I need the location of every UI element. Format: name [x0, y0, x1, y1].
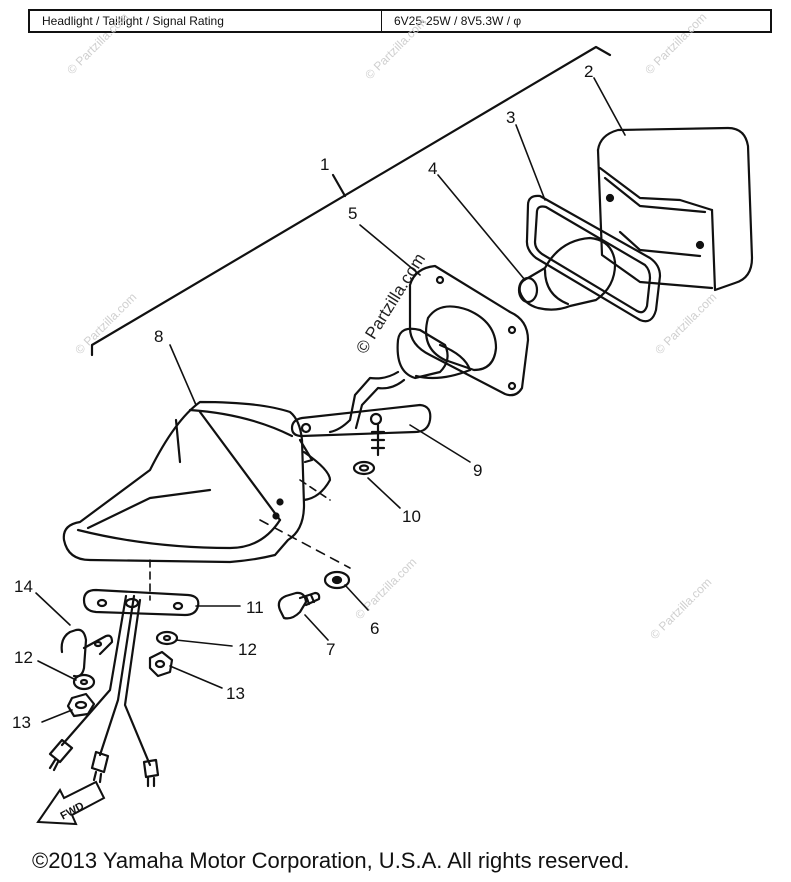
watermark: © Partzilla.com [647, 575, 714, 642]
watermark: © Partzilla.com [652, 290, 719, 357]
part-label-6: 6 [370, 619, 379, 638]
spec-table: Headlight / Taillight / Signal Rating 6V… [28, 9, 772, 33]
part-label-7: 7 [326, 640, 335, 659]
part-label-4: 4 [428, 159, 437, 178]
forward-arrow-icon: FWD [36, 780, 106, 826]
watermark-brand: © Partzilla.com [352, 250, 429, 357]
part-label-9: 9 [473, 461, 482, 480]
part-label-8: 8 [154, 327, 163, 346]
forward-label: FWD [58, 800, 86, 822]
part-label-14: 14 [14, 577, 33, 596]
copyright-notice: ©2013 Yamaha Motor Corporation, U.S.A. A… [32, 848, 630, 873]
watermark: © Partzilla.com [352, 555, 419, 622]
part-label-13-left: 13 [12, 713, 31, 732]
spec-value: 6V25-25W / 8V5.3W / φ [394, 14, 522, 28]
part-label-5: 5 [348, 204, 357, 223]
part-label-10: 10 [402, 507, 421, 526]
part-label-2: 2 [584, 62, 593, 81]
spec-label: Headlight / Taillight / Signal Rating [30, 11, 382, 31]
exploded-diagram: © Partzilla.com © Partzilla.com © Partzi… [12, 10, 754, 826]
watermark: © Partzilla.com [64, 10, 131, 77]
part-label-13-right: 13 [226, 684, 245, 703]
watermark: © Partzilla.com [642, 10, 709, 77]
part-label-11: 11 [246, 598, 264, 617]
part-label-12-right: 12 [238, 640, 257, 659]
part-label-1: 1 [320, 155, 329, 174]
part-label-12-left: 12 [14, 648, 33, 667]
watermark: © Partzilla.com [362, 15, 429, 82]
part-label-3: 3 [506, 108, 515, 127]
